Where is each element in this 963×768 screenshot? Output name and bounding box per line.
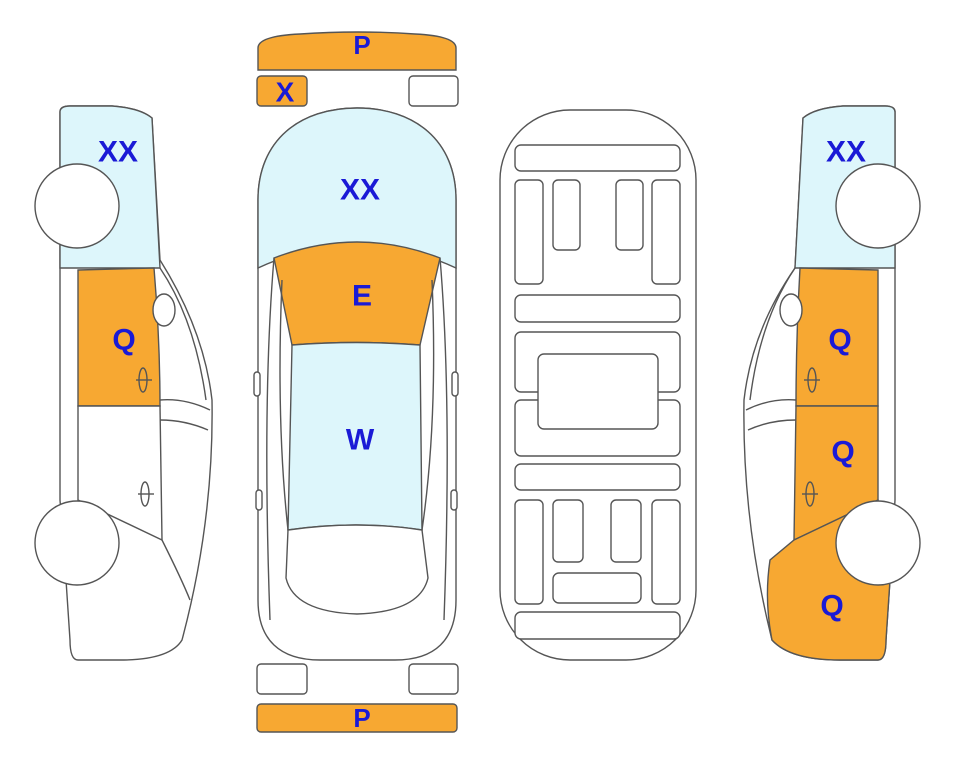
- right-rear-mirror-top: [450, 489, 458, 511]
- left-pillar-line: [159, 419, 209, 431]
- underbody-part: [514, 463, 681, 491]
- rear-right-light-panel[interactable]: [408, 663, 459, 695]
- rear-left-light-panel[interactable]: [256, 663, 308, 695]
- car-underbody-view: [499, 109, 697, 661]
- right-front-wheel: [835, 163, 921, 249]
- underbody-part: [514, 499, 544, 605]
- left-window-line: [159, 267, 207, 401]
- underbody-part: [514, 179, 544, 285]
- car-left-side-view: XX Q: [34, 105, 213, 661]
- left-front-fender-label: XX: [98, 136, 138, 169]
- top-left-inner-line: [279, 279, 289, 531]
- right-rear-door-label: Q: [831, 436, 854, 469]
- rear-bumper-label: P: [353, 703, 370, 733]
- front-left-light-panel[interactable]: [256, 75, 308, 107]
- right-front-door-handle: [804, 367, 820, 393]
- underbody-part: [651, 179, 681, 285]
- front-bumper-label: P: [353, 30, 370, 60]
- left-rear-door-handle: [138, 481, 154, 507]
- underbody-part: [514, 294, 681, 323]
- left-mirror-top: [253, 371, 261, 397]
- front-left-light-label: X: [276, 77, 295, 108]
- left-rear-mirror-top: [255, 489, 263, 511]
- underbody-part: [552, 499, 584, 563]
- rear-window: [285, 524, 429, 615]
- underbody-part: [552, 572, 642, 604]
- left-front-wheel: [34, 163, 120, 249]
- right-front-fender-label: XX: [826, 136, 866, 169]
- left-front-door-handle: [136, 367, 152, 393]
- left-rear-wheel: [34, 500, 120, 586]
- underbody-part: [514, 611, 681, 640]
- car-top-view: XX E W: [253, 107, 459, 661]
- hood-label: W: [346, 424, 375, 457]
- right-rear-door-handle: [802, 481, 818, 507]
- right-rear-fender-label: Q: [820, 590, 843, 623]
- underbody-part: [651, 499, 681, 605]
- front-bumper-panel[interactable]: [257, 31, 457, 71]
- car-right-side-view: XX Q Q Q: [743, 105, 921, 661]
- left-mirror: [152, 293, 176, 327]
- right-mirror-top: [451, 371, 459, 397]
- right-front-door-label: Q: [828, 324, 851, 357]
- right-pillar-line: [747, 419, 797, 431]
- right-mirror: [779, 293, 803, 327]
- top-right-inner-line: [421, 279, 435, 531]
- windshield-label: XX: [340, 174, 380, 207]
- left-window-line-2: [159, 399, 211, 411]
- rear-bumper-panel[interactable]: [256, 703, 458, 733]
- left-front-door-label: Q: [112, 324, 135, 357]
- front-right-light-panel[interactable]: [408, 75, 459, 107]
- underbody-part: [514, 144, 681, 172]
- underbody-center-plate: [537, 353, 659, 430]
- top-right-side-line: [439, 257, 448, 621]
- underbody-part: [552, 179, 581, 251]
- right-rear-wheel: [835, 500, 921, 586]
- underbody-part: [610, 499, 642, 563]
- top-left-side-line: [266, 257, 275, 621]
- hood-front-label: E: [352, 280, 372, 313]
- underbody-part: [615, 179, 644, 251]
- right-window-line-2: [745, 399, 797, 411]
- left-rear-line: [161, 539, 191, 601]
- right-window-line: [749, 267, 796, 401]
